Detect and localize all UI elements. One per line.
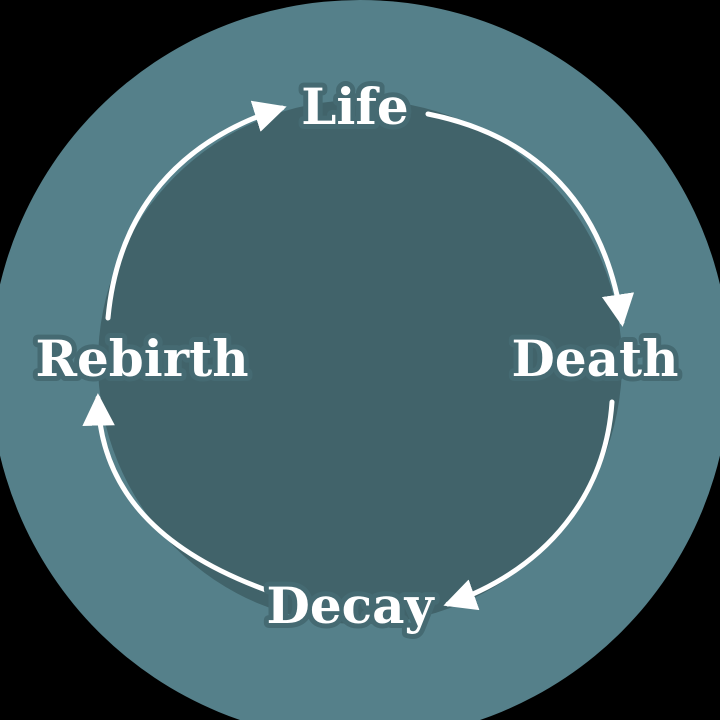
stage-label-rebirth: Rebirth: [35, 329, 248, 388]
arrow-rebirth-to-life: [105, 100, 287, 321]
arrow-decay-to-rebirth: [82, 393, 269, 593]
arrow-death-to-decay: [443, 399, 615, 611]
arrow-life-to-death: [425, 111, 635, 327]
inner-disc: [98, 100, 622, 624]
stage-label-decay: Decay: [266, 576, 435, 635]
stage-label-death: Death: [511, 329, 678, 388]
stage-label-life: Life: [301, 77, 408, 136]
